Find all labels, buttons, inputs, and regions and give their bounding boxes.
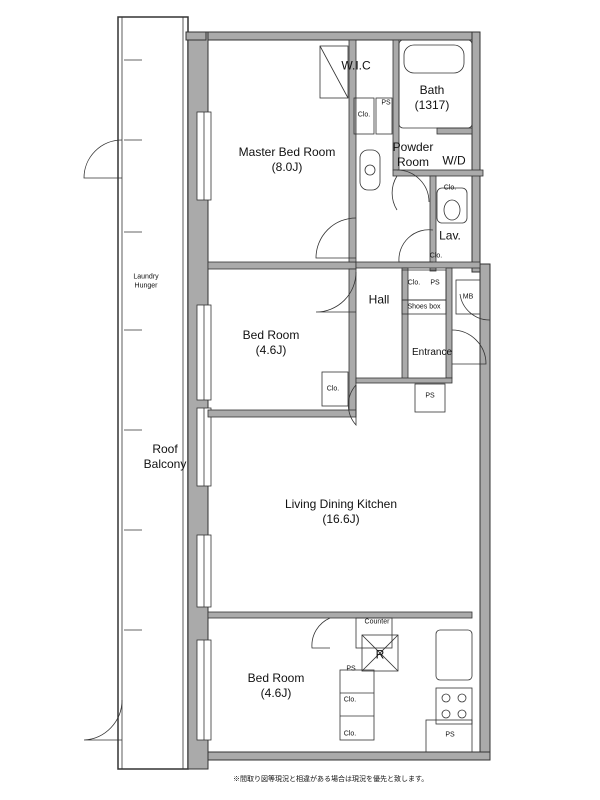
lav-label: Lav. bbox=[439, 228, 461, 243]
counter-label: Counter bbox=[364, 618, 390, 626]
closet-label-bed2-1: Clo. bbox=[343, 696, 357, 704]
closet-label-lav-bottom: Clo. bbox=[429, 252, 443, 260]
footnote: ※間取り図等現況と相違がある場合は現況を優先と致します。 bbox=[233, 776, 429, 783]
living-dining-kitchen-label: Living Dining Kitchen (16.6J) bbox=[285, 497, 397, 527]
balcony-windows bbox=[196, 111, 212, 741]
entrance-label: Entrance bbox=[411, 346, 453, 358]
closet-label-bed1: Clo. bbox=[326, 385, 340, 393]
meter-box-label: MB bbox=[462, 293, 474, 301]
doors bbox=[311, 169, 491, 649]
hall-label: Hall bbox=[368, 292, 390, 307]
master-bed-room-name: Master Bed Room bbox=[238, 145, 336, 159]
living-dining-kitchen-size: (16.6J) bbox=[322, 512, 360, 526]
pipe-space-label-entrance: PS bbox=[425, 392, 435, 400]
roof-balcony-line2: Balcony bbox=[143, 457, 187, 471]
closet-label-bed2-2: Clo. bbox=[343, 730, 357, 738]
powder-room-name-line2: Room bbox=[396, 155, 429, 169]
laundry-hanger-line1: Laundry bbox=[133, 273, 159, 281]
exterior-walls bbox=[185, 31, 491, 770]
master-bed-room-size: (8.0J) bbox=[271, 160, 303, 174]
roof-balcony-line1: Roof bbox=[152, 442, 178, 456]
powder-room-label: Powder Room bbox=[393, 140, 434, 170]
wd-label: W/D bbox=[442, 153, 466, 168]
pipe-space-label-kitchen: PS bbox=[445, 731, 455, 739]
bath-name: Bath bbox=[419, 83, 445, 97]
shoes-box-label: Shoes box bbox=[407, 303, 441, 311]
pipe-space-label-master: PS bbox=[381, 99, 391, 107]
closet-label-master: Clo. bbox=[357, 111, 371, 119]
closet-label-lav: Clo. bbox=[443, 184, 457, 192]
living-dining-kitchen-name: Living Dining Kitchen bbox=[284, 497, 398, 511]
laundry-hanger-line2: Hunger bbox=[134, 282, 158, 289]
bed-room-2-name: Bed Room bbox=[247, 671, 305, 685]
bed-room-1-label: Bed Room (4.6J) bbox=[243, 328, 300, 358]
bed-room-2-size: (4.6J) bbox=[260, 686, 292, 700]
bed-room-1-name: Bed Room bbox=[242, 328, 300, 342]
bed-room-1-size: (4.6J) bbox=[255, 343, 287, 357]
bath-label: Bath (1317) bbox=[415, 83, 450, 113]
roof-balcony-label: Roof Balcony bbox=[144, 442, 187, 472]
balcony-outline bbox=[83, 16, 189, 770]
pipe-space-label-bed2: PS bbox=[346, 665, 356, 673]
bath-size: (1317) bbox=[414, 98, 450, 112]
fixtures bbox=[319, 39, 481, 753]
closet-label-hall: Clo. bbox=[407, 279, 421, 287]
master-bed-room-label: Master Bed Room (8.0J) bbox=[239, 145, 336, 175]
wic-label: W.I.C bbox=[341, 58, 371, 73]
refrigerator-label: R bbox=[375, 647, 385, 662]
pipe-space-label-hall: PS bbox=[430, 279, 440, 287]
laundry-hanger-label: Laundry Hunger bbox=[133, 273, 158, 291]
bed-room-2-label: Bed Room (4.6J) bbox=[248, 671, 305, 701]
interior-walls bbox=[207, 39, 484, 619]
powder-room-name-line1: Powder bbox=[392, 140, 434, 154]
